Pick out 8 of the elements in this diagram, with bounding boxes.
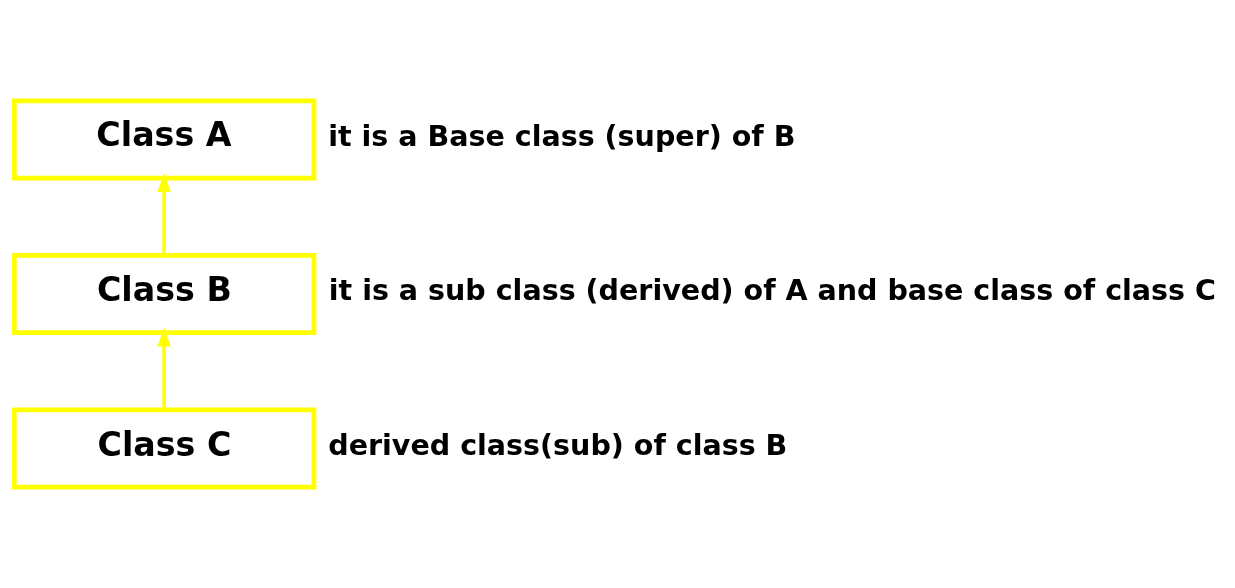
arrow bbox=[157, 327, 171, 410]
node-label: it is a sub class (derived) of A and base class of class C bbox=[328, 274, 1216, 308]
node-label: derived class(sub) of class B bbox=[328, 428, 788, 462]
node-box: Class A bbox=[11, 98, 317, 181]
arrow bbox=[157, 172, 171, 256]
node-box: Class B bbox=[11, 252, 317, 336]
node-box: Class C bbox=[11, 407, 317, 490]
node-label: it is a Base class (super) of B bbox=[328, 119, 796, 153]
